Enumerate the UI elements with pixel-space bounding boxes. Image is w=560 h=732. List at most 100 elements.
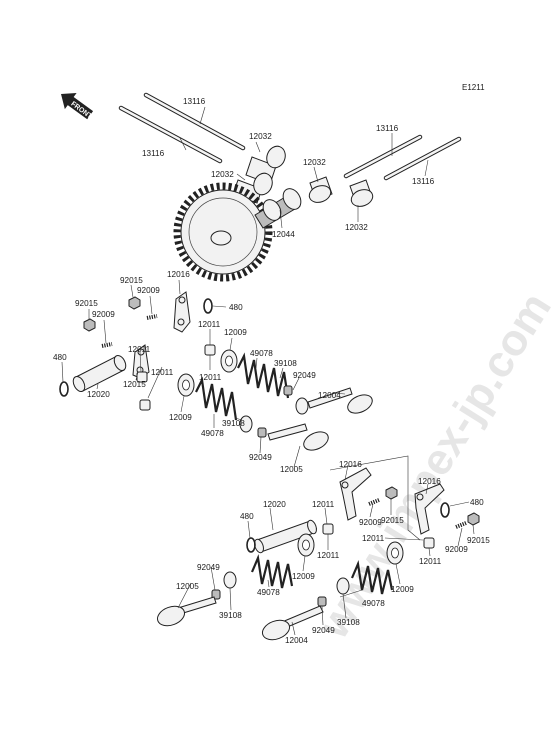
valve-spring-upper-2: [195, 376, 238, 421]
spring-seat-lower-1: [297, 533, 315, 557]
part-label: 12005: [176, 582, 199, 591]
part-label: 12011: [317, 551, 340, 560]
part-label: 92009: [92, 310, 115, 319]
part-label: 12009: [292, 572, 315, 581]
rocker-arm-upper-left: [132, 344, 150, 379]
push-rod-right-1: [343, 134, 423, 179]
part-label: 12011: [198, 320, 221, 329]
valve-spring-lower-2: [350, 560, 394, 595]
collar-lower-2: [423, 537, 435, 549]
part-label: 12011: [128, 345, 151, 354]
part-label: 12020: [87, 390, 110, 399]
part-label: 12020: [263, 500, 286, 509]
part-label: 12032: [345, 223, 368, 232]
rocker-arm-lower-right: [414, 483, 445, 535]
part-label: 12005: [280, 465, 303, 474]
retainer-upper-2: [239, 415, 253, 433]
nut-upper-1: [128, 296, 141, 310]
part-label: 13116: [183, 97, 206, 106]
part-label: 12009: [169, 413, 192, 422]
part-label: 92015: [467, 536, 490, 545]
part-label: 39108: [337, 618, 360, 627]
keeper-upper-2: [257, 427, 267, 438]
spring-seat-upper-2: [177, 373, 195, 397]
tappet-4: [349, 179, 374, 207]
push-rod-left-1: [143, 92, 246, 151]
valve-spring-upper-1: [237, 352, 290, 399]
lower-assembly-bracket: [329, 455, 421, 541]
part-label: 39108: [222, 419, 245, 428]
retainer-lower-2: [336, 577, 350, 595]
nut-lower-1: [385, 486, 398, 500]
circlip-upper-1: [203, 298, 213, 314]
part-label: 12011: [419, 557, 442, 566]
part-label: 12032: [211, 170, 234, 179]
push-rod-right-2: [383, 136, 462, 181]
part-label: 480: [240, 512, 254, 521]
part-label: 12011: [199, 373, 222, 382]
part-label: 12016: [339, 460, 362, 469]
part-label: 12016: [167, 270, 190, 279]
retainer-lower-1: [223, 571, 237, 589]
keeper-upper-1: [283, 385, 293, 396]
part-label: 12011: [151, 368, 174, 377]
screw-upper-1: [146, 314, 158, 320]
spring-seat-upper-1: [220, 349, 238, 373]
part-label: 12009: [391, 585, 414, 594]
part-label: 12032: [303, 158, 326, 167]
part-label: 39108: [219, 611, 242, 620]
part-label: 92049: [197, 563, 220, 572]
push-rod-left-2: [118, 105, 223, 164]
part-label: 12044: [272, 230, 295, 239]
part-label: 13116: [142, 149, 165, 158]
part-label: 92015: [381, 516, 404, 525]
part-label: 12016: [418, 477, 441, 486]
nut-upper-2: [83, 318, 96, 332]
circlip-upper-2: [59, 381, 69, 397]
part-label: 92009: [359, 518, 382, 527]
screw-upper-2: [101, 342, 113, 348]
diagram-code: E1211: [462, 83, 485, 92]
part-label: 12032: [249, 132, 272, 141]
part-label: 92049: [249, 453, 272, 462]
rocker-shaft-upper: [72, 355, 127, 392]
part-label: 12015: [123, 380, 146, 389]
part-labels: 13116 13116 12032 12032 12044 13116 1203…: [53, 97, 490, 645]
part-label: 49078: [362, 599, 385, 608]
part-label: 92015: [120, 276, 143, 285]
camshaft-gear: [173, 182, 302, 282]
rocker-shaft-lower: [254, 519, 317, 554]
keeper-lower-2: [317, 596, 327, 607]
leader-lines: [61, 106, 475, 636]
part-label: 12011: [362, 534, 385, 543]
part-label: 480: [53, 353, 67, 362]
part-label: 480: [229, 303, 243, 312]
part-label: 12004: [285, 636, 308, 645]
rocker-arm-upper-right: [173, 291, 191, 333]
part-label: 92009: [445, 545, 468, 554]
valve-exhaust-upper: [307, 387, 373, 414]
circlip-lower-2: [440, 502, 450, 518]
part-label: 49078: [250, 349, 273, 358]
tappet-3: [308, 176, 333, 203]
screw-lower-1: [368, 498, 380, 506]
part-label: 13116: [412, 177, 435, 186]
circlip-lower-1: [246, 537, 256, 553]
part-label: 92009: [137, 286, 160, 295]
collar-upper-1: [204, 344, 216, 356]
part-label: 12011: [312, 500, 335, 509]
valve-spring-lower-1: [250, 554, 294, 589]
part-label: 12009: [224, 328, 247, 337]
nut-lower-2: [467, 512, 480, 526]
part-label: 49078: [201, 429, 224, 438]
part-label: 92049: [312, 626, 335, 635]
part-label: 12004: [318, 391, 341, 400]
part-label: 49078: [257, 588, 280, 597]
collar-upper-3: [139, 399, 151, 411]
valve-intake-upper: [267, 423, 329, 451]
retainer-upper-1: [295, 397, 309, 415]
part-label: 480: [470, 498, 484, 507]
front-arrow-icon: FRONT: [61, 92, 94, 121]
screw-lower-2: [455, 521, 467, 529]
